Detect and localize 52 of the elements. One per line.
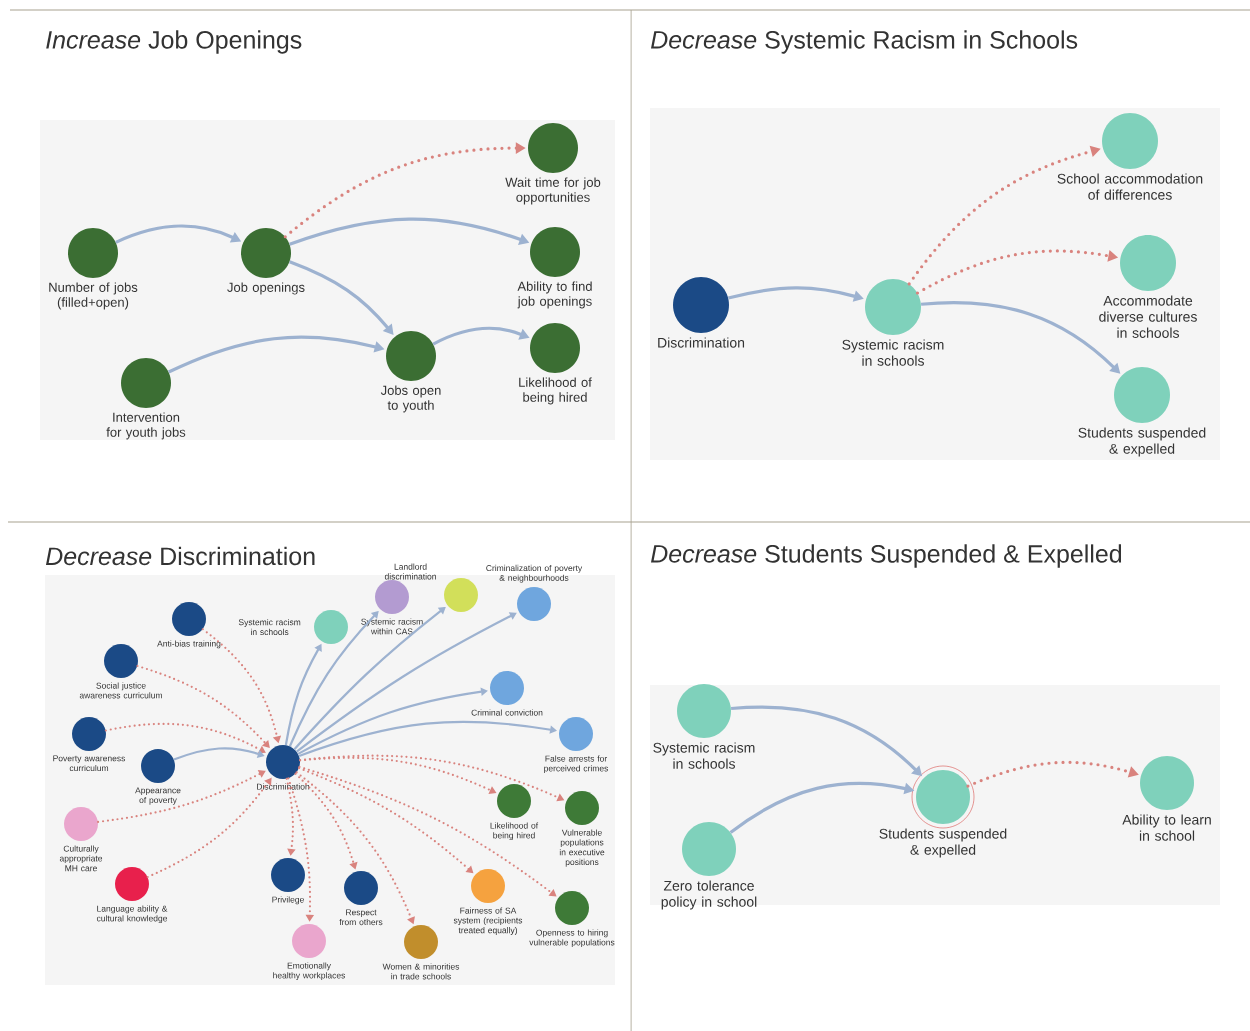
panel-title: Increase Job Openings (46, 30, 302, 54)
arrow (298, 765, 557, 897)
node-label: Criminal conviction (471, 709, 543, 716)
node-label: Likelihood of being hired (490, 822, 539, 841)
node-label: Systemic racism in schools (238, 618, 301, 636)
arrow (104, 722, 266, 754)
node-label: Wait time for job opportunities (505, 177, 601, 205)
node-label: False arrests for perceived crimes (544, 755, 609, 774)
node-label: Language ability & cultural knowledge (96, 905, 168, 924)
panel-title: Decrease Systemic Racism in Schools (651, 30, 1078, 54)
node-label: Fairness of SA system (recipients treated equally) (453, 907, 523, 935)
arrow (297, 767, 474, 874)
node-label: Likelihood of being hired (519, 377, 592, 405)
node-label: Landlord discrimination (384, 563, 436, 580)
node-label: Anti-bias training (157, 640, 221, 649)
node-label: Poverty awareness curriculum (53, 755, 126, 772)
panel-title: Decrease Discrimination (45, 546, 315, 566)
node-label: Number of jobs (filled+open) (49, 282, 138, 310)
node-label: Appearance of poverty (135, 787, 181, 805)
node-label: Accommodate diverse cultures in schools (1099, 295, 1197, 338)
node-label: Emotionally healthy workplaces (273, 962, 346, 981)
arrow (298, 720, 557, 758)
node-label: Students suspended & expelled (1078, 427, 1206, 457)
node-label: Social justice awareness curriculum (79, 682, 162, 699)
node-label: Vulnerable populations in executive positions (559, 829, 605, 867)
node-label: Discrimination (658, 337, 745, 348)
node-label: Systemic racism in schools (653, 742, 755, 769)
node-label: Ability to learn in school (1122, 814, 1211, 841)
node-label: Culturally appropriate MH care (59, 845, 103, 872)
node-label: Systemic racism in schools (842, 339, 944, 366)
arrow (296, 612, 517, 753)
node-label: Zero tolerance policy in school (661, 880, 757, 910)
node-label: Privilege (272, 896, 304, 905)
node-label: Intervention for youth jobs (106, 412, 186, 440)
node-label: Ability to find job openings (517, 281, 592, 309)
node-label: Jobs open to youth (380, 385, 441, 413)
arrow (297, 687, 488, 755)
node-label: Openness to hiring vulnerable populations (529, 929, 615, 948)
node-label: Respect from others (339, 909, 383, 926)
node-label: Discrimination (257, 783, 310, 790)
arrow (136, 664, 270, 748)
node-label: Students suspended & expelled (879, 828, 1007, 858)
arrow (96, 770, 266, 823)
node-label: Women & minorities in trade schools (382, 963, 460, 980)
node-label: School accommodation of differences (1057, 173, 1203, 200)
node-label: Systemic racism within CAS (361, 618, 423, 635)
panel-title: Decrease Students Suspended & Expelled (651, 544, 1122, 568)
arrow (285, 777, 296, 856)
node-label: Job openings (227, 282, 305, 295)
arrow (289, 260, 394, 335)
node-label: Criminalization of poverty & neighbourhoods (486, 564, 583, 583)
arrow (288, 611, 379, 747)
